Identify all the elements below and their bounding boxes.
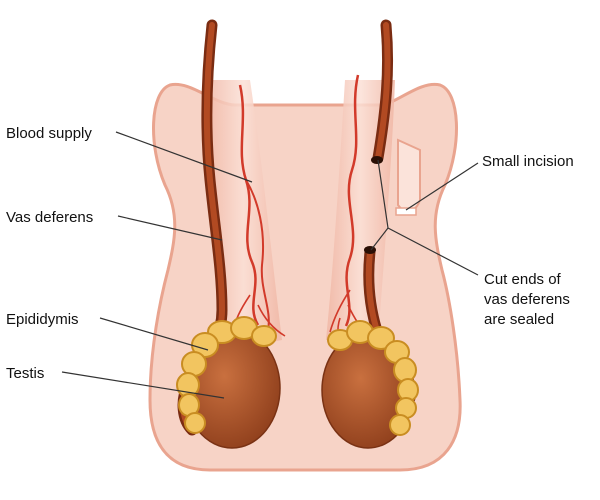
label-epididymis: Epididymis bbox=[6, 311, 79, 328]
right-vas-cut-end-lower bbox=[364, 246, 376, 254]
right-epididymis bbox=[327, 320, 419, 436]
left-blood-vessel-2 bbox=[245, 179, 270, 331]
right-vas-deferens-upper-highlight bbox=[375, 22, 391, 161]
leader-vas-deferens bbox=[117, 215, 223, 241]
right-vas-cut-end-upper bbox=[371, 156, 383, 164]
left-epididymis bbox=[176, 316, 277, 434]
label-cut-ends-line3: are sealed bbox=[484, 311, 554, 328]
leader-cut-ends-lower bbox=[370, 227, 389, 251]
left-blood-vessel bbox=[238, 84, 260, 326]
leader-epididymis bbox=[99, 317, 209, 351]
right-blood-vessel bbox=[344, 74, 360, 327]
label-blood-supply: Blood supply bbox=[6, 125, 92, 142]
leader-lines bbox=[61, 131, 479, 399]
label-small-incision: Small incision bbox=[482, 153, 574, 170]
label-cut-ends-line1: Cut ends of bbox=[484, 271, 562, 288]
label-testis: Testis bbox=[6, 365, 44, 382]
leader-testis bbox=[61, 371, 225, 399]
incision-mark bbox=[395, 207, 417, 216]
label-vas-deferens: Vas deferens bbox=[6, 209, 93, 226]
leader-blood-supply bbox=[115, 131, 253, 183]
label-cut-ends-line2: vas deferens bbox=[484, 291, 570, 308]
skin-flap bbox=[397, 138, 421, 212]
leader-small-incision bbox=[405, 162, 479, 211]
